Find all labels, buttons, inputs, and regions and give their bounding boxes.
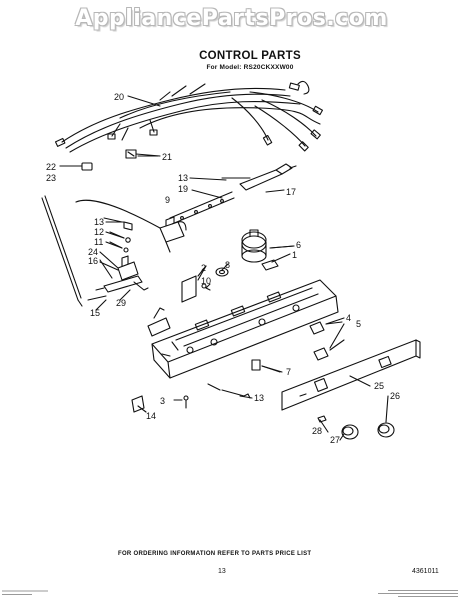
callout-13-mid: 13 <box>94 217 104 227</box>
callout-3: 3 <box>160 396 165 406</box>
callout-13-lower: 13 <box>254 393 264 403</box>
wiring-harness <box>54 80 324 153</box>
page-number: 13 <box>218 568 226 575</box>
callout-10: 10 <box>201 276 211 286</box>
part-3-14-bracket <box>131 395 189 413</box>
ordering-info-note: FOR ORDERING INFORMATION REFER TO PARTS … <box>118 551 312 557</box>
callout-20: 20 <box>114 92 124 102</box>
diagram-title: CONTROL PARTS <box>199 50 301 62</box>
part-17-19-capillary <box>169 163 297 225</box>
callout-16: 16 <box>88 256 98 266</box>
callout-7: 7 <box>286 367 291 377</box>
callout-26: 26 <box>390 391 400 401</box>
callout-25: 25 <box>374 381 384 391</box>
callout-28: 28 <box>312 426 322 436</box>
callout-13-top: 13 <box>178 173 188 183</box>
callout-12: 12 <box>94 227 104 237</box>
callout-23: 23 <box>46 173 56 183</box>
part-4-5-sockets <box>309 321 345 361</box>
model-number: For Model: RS20CKXXW00 <box>206 64 294 71</box>
part-2-10-bracket <box>147 265 211 337</box>
callout-11: 11 <box>94 237 103 247</box>
fine-print-right <box>378 590 458 597</box>
part-6-cold-control <box>241 229 295 271</box>
callout-4: 4 <box>346 313 351 323</box>
callout-5: 5 <box>356 319 361 329</box>
callout-6: 6 <box>296 240 301 250</box>
callout-8: 8 <box>225 260 230 270</box>
callout-21: 21 <box>162 152 172 162</box>
callout-17: 17 <box>286 187 296 197</box>
callout-9: 9 <box>165 195 170 205</box>
watermark-logo: AppliancePartsPros.com <box>75 6 388 31</box>
callout-14: 14 <box>146 411 156 421</box>
callout-1: 1 <box>292 250 297 260</box>
callout-15: 15 <box>90 308 100 318</box>
callout-24: 24 <box>88 247 98 257</box>
callout-29: 29 <box>116 298 126 308</box>
document-number: 4361011 <box>412 568 439 575</box>
leader-lines <box>59 95 389 441</box>
part-13-lower-screw <box>207 383 251 399</box>
part-9-control <box>75 199 187 253</box>
parts-11-13-screws <box>103 217 133 253</box>
callout-27: 27 <box>330 435 340 445</box>
control-housing <box>151 279 339 379</box>
callout-19: 19 <box>178 184 188 194</box>
callout-2: 2 <box>201 263 206 273</box>
fine-print-left <box>2 590 48 595</box>
part-25-panel <box>281 339 421 411</box>
callout-22: 22 <box>46 162 56 172</box>
part-26-28-knobs <box>317 415 395 440</box>
part-24-29-switch <box>87 255 149 301</box>
part-22-23-rod <box>41 162 93 307</box>
callout-labels: 20 21 22 23 13 19 17 9 13 12 11 24 16 29… <box>46 92 400 445</box>
